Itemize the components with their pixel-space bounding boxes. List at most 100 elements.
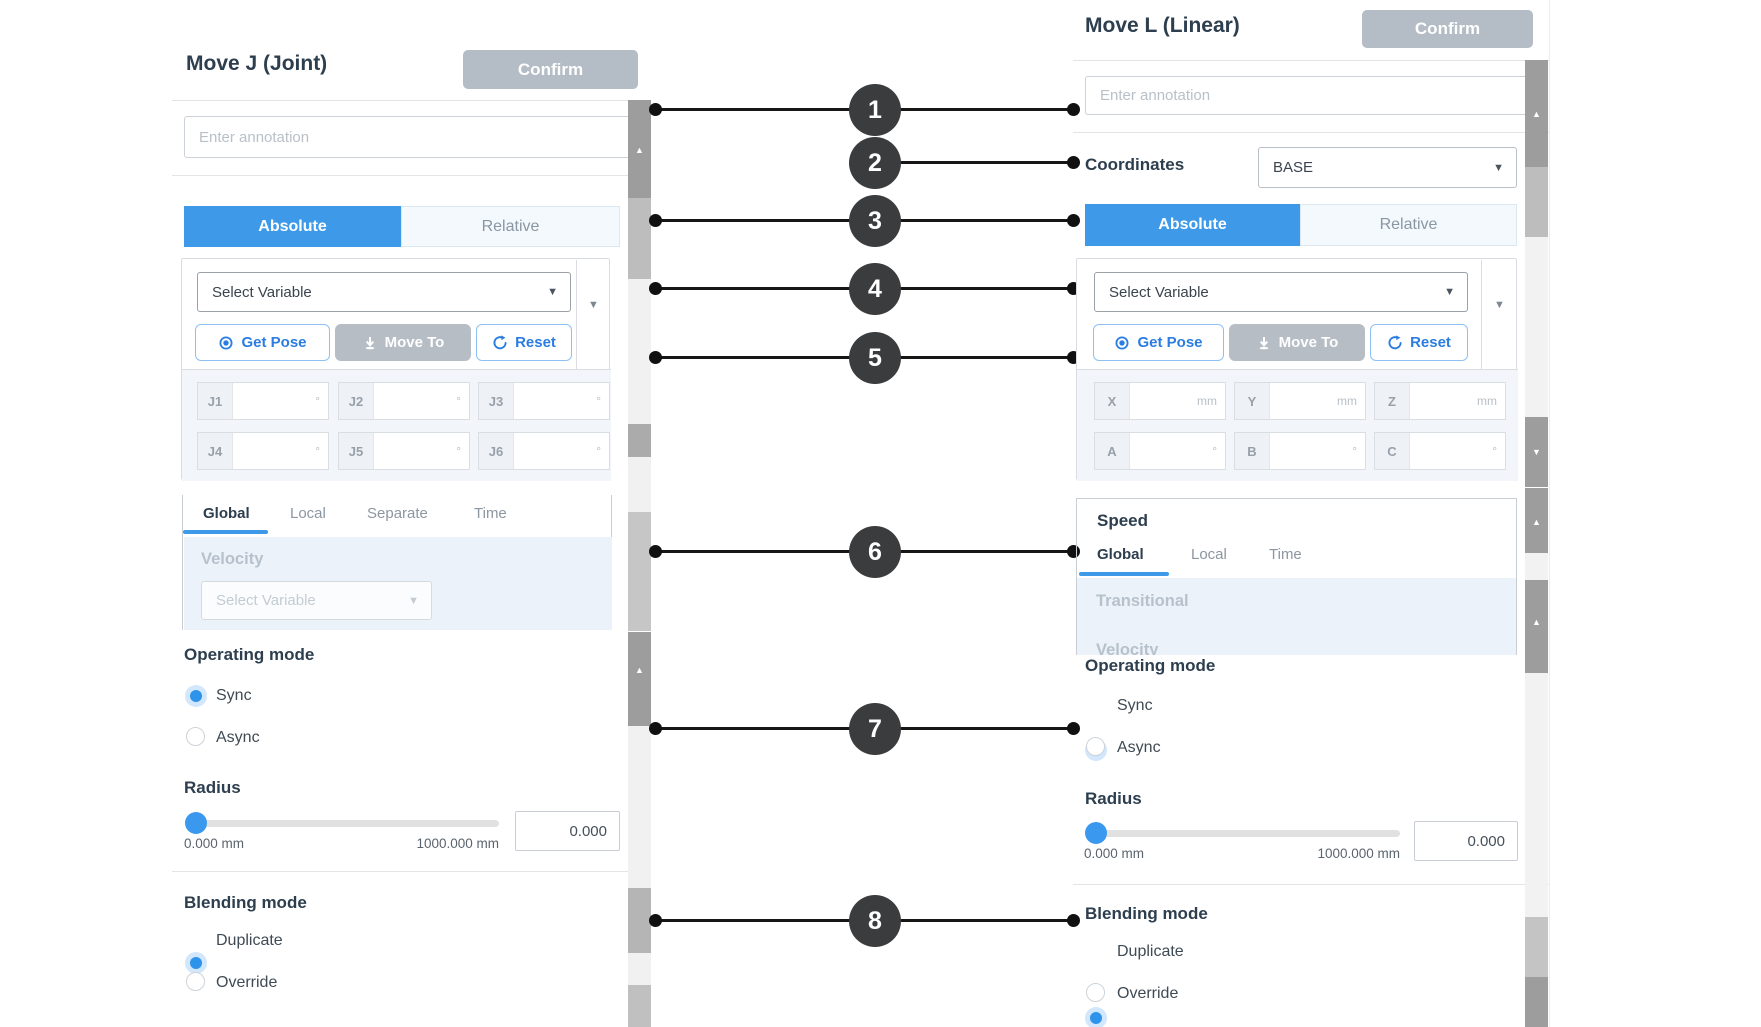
movej-field-j4: J4 ° bbox=[197, 432, 329, 470]
movel-radius-heading: Radius bbox=[1085, 789, 1142, 808]
movej-field-j6: J6 ° bbox=[478, 432, 610, 470]
movej-async-radio[interactable] bbox=[186, 727, 205, 746]
movej-speedtab-global[interactable]: Global bbox=[203, 505, 250, 522]
movel-speedtab-time[interactable]: Time bbox=[1269, 546, 1302, 563]
scroll-up-icon[interactable]: ▲ bbox=[1532, 109, 1541, 119]
panel-right-border bbox=[1549, 0, 1550, 1027]
movej-radius-value[interactable]: 0.000 bbox=[515, 811, 620, 851]
movel-coordinates-select[interactable]: BASE ▼ bbox=[1258, 147, 1517, 188]
movel-x-input[interactable] bbox=[1130, 383, 1197, 419]
callout-dot bbox=[1067, 722, 1080, 735]
movel-radius-slider-knob[interactable] bbox=[1085, 822, 1107, 844]
callout-dot bbox=[649, 282, 662, 295]
movej-speedtab-separate[interactable]: Separate bbox=[367, 505, 428, 522]
movej-mode-tabs: Absolute Relative bbox=[184, 206, 620, 247]
scroll-up-icon[interactable]: ▲ bbox=[1532, 517, 1541, 527]
scrollbar-track bbox=[628, 726, 651, 888]
movel-tab-absolute[interactable]: Absolute bbox=[1085, 204, 1300, 246]
movej-override-radio[interactable] bbox=[186, 972, 205, 991]
movej-duplicate-radio[interactable] bbox=[185, 952, 207, 974]
scroll-down-icon[interactable]: ▼ bbox=[1532, 447, 1541, 457]
reset-icon bbox=[493, 334, 507, 349]
movej-radius-divider bbox=[172, 871, 631, 872]
movel-radius-value[interactable]: 0.000 bbox=[1414, 821, 1518, 861]
scroll-up-icon[interactable]: ▲ bbox=[635, 145, 644, 155]
movej-tab-absolute[interactable]: Absolute bbox=[184, 206, 401, 247]
scrollbar-thumb[interactable] bbox=[628, 888, 651, 953]
movel-a-input[interactable] bbox=[1130, 433, 1213, 469]
movej-speedtab-local[interactable]: Local bbox=[290, 505, 326, 522]
movej-pose-groupbox: Select Variable ▼ ▼ Get Pose Move To Res… bbox=[181, 258, 611, 481]
movej-j5-input[interactable] bbox=[374, 433, 457, 469]
movej-j4-input[interactable] bbox=[233, 433, 316, 469]
movej-move-to-button[interactable]: Move To bbox=[335, 324, 471, 361]
movej-j6-input[interactable] bbox=[514, 433, 597, 469]
movej-operating-heading: Operating mode bbox=[184, 645, 315, 664]
movej-get-pose-button[interactable]: Get Pose bbox=[195, 324, 330, 361]
movel-z-input[interactable] bbox=[1410, 383, 1477, 419]
movel-tab-relative[interactable]: Relative bbox=[1300, 204, 1517, 246]
scrollbar-thumb[interactable] bbox=[628, 512, 651, 631]
movel-duplicate-radio[interactable] bbox=[1085, 1007, 1107, 1027]
movel-y-input[interactable] bbox=[1270, 383, 1337, 419]
movel-get-pose-button[interactable]: Get Pose bbox=[1093, 324, 1224, 361]
movej-velocity-select[interactable]: Select Variable ▼ bbox=[201, 581, 432, 620]
movej-annotation-input[interactable] bbox=[184, 116, 650, 158]
movej-tab-relative[interactable]: Relative bbox=[401, 206, 620, 247]
movel-variable-select[interactable]: Select Variable ▼ bbox=[1094, 272, 1468, 312]
scrollbar-thumb[interactable] bbox=[628, 198, 651, 279]
callout-line-2 bbox=[875, 161, 1073, 164]
movel-expander-chevron-down-icon[interactable]: ▼ bbox=[1494, 299, 1505, 311]
movej-sync-radio[interactable] bbox=[185, 685, 207, 707]
scrollbar-thumb[interactable]: ▲ bbox=[1525, 580, 1548, 673]
movej-j1-input[interactable] bbox=[233, 383, 316, 419]
movej-expander-chevron-down-icon[interactable]: ▼ bbox=[588, 299, 599, 311]
movel-speed-box: Speed Global Local Time Transitional Vel… bbox=[1076, 498, 1517, 655]
movel-async-label: Async bbox=[1117, 739, 1161, 756]
scrollbar-thumb[interactable] bbox=[1525, 917, 1548, 977]
movej-j3-input[interactable] bbox=[514, 383, 597, 419]
callout-6: 6 bbox=[849, 526, 901, 578]
movel-annotation-input[interactable] bbox=[1085, 76, 1547, 115]
movel-override-radio[interactable] bbox=[1086, 983, 1105, 1002]
movej-radius-slider-track[interactable] bbox=[185, 820, 499, 827]
scrollbar-thumb[interactable] bbox=[628, 424, 651, 457]
field-unit: ° bbox=[315, 444, 320, 458]
scrollbar-track bbox=[1525, 673, 1548, 917]
scrollbar-thumb[interactable]: ▲ bbox=[628, 100, 651, 198]
movej-j2-input[interactable] bbox=[374, 383, 457, 419]
scrollbar-thumb[interactable] bbox=[1525, 167, 1548, 237]
movel-confirm-button[interactable]: Confirm bbox=[1362, 10, 1533, 48]
movel-c-input[interactable] bbox=[1410, 433, 1493, 469]
scrollbar-thumb[interactable]: ▼ bbox=[1525, 417, 1548, 487]
scrollbar-thumb[interactable]: ▲ bbox=[1525, 488, 1548, 553]
callout-dot bbox=[1067, 214, 1080, 227]
scroll-up-icon[interactable]: ▲ bbox=[635, 665, 644, 675]
movel-reset-button[interactable]: Reset bbox=[1370, 324, 1468, 361]
scrollbar-thumb[interactable] bbox=[1525, 977, 1548, 1027]
movel-b-input[interactable] bbox=[1270, 433, 1353, 469]
callout-2: 2 bbox=[849, 137, 901, 189]
field-unit: mm bbox=[1337, 394, 1357, 408]
movej-confirm-button[interactable]: Confirm bbox=[463, 50, 638, 89]
movej-speedtab-time[interactable]: Time bbox=[474, 505, 507, 522]
movel-speedtab-local[interactable]: Local bbox=[1191, 546, 1227, 563]
callout-dot bbox=[649, 545, 662, 558]
scrollbar-thumb[interactable]: ▲ bbox=[628, 632, 651, 726]
movej-variable-select[interactable]: Select Variable ▼ bbox=[197, 272, 571, 312]
movel-override-label: Override bbox=[1117, 985, 1179, 1002]
movel-speedtab-global[interactable]: Global bbox=[1097, 546, 1144, 563]
movel-move-to-button[interactable]: Move To bbox=[1229, 324, 1365, 361]
movel-radius-slider-track[interactable] bbox=[1085, 830, 1400, 837]
movej-reset-button[interactable]: Reset bbox=[476, 324, 572, 361]
scroll-up-icon[interactable]: ▲ bbox=[1532, 617, 1541, 627]
movel-async-radio[interactable] bbox=[1086, 737, 1105, 756]
movej-radius-slider-knob[interactable] bbox=[185, 812, 207, 834]
movej-expander-divider bbox=[576, 260, 577, 369]
field-label: C bbox=[1375, 433, 1410, 469]
movej-variable-select-value: Select Variable bbox=[212, 283, 312, 301]
scrollbar-thumb[interactable] bbox=[628, 985, 651, 1027]
movej-speed-section: Global Local Separate Time Velocity Sele… bbox=[182, 495, 612, 630]
scrollbar-thumb[interactable]: ▲ bbox=[1525, 60, 1548, 167]
movel-title: Move L (Linear) bbox=[1085, 14, 1240, 37]
